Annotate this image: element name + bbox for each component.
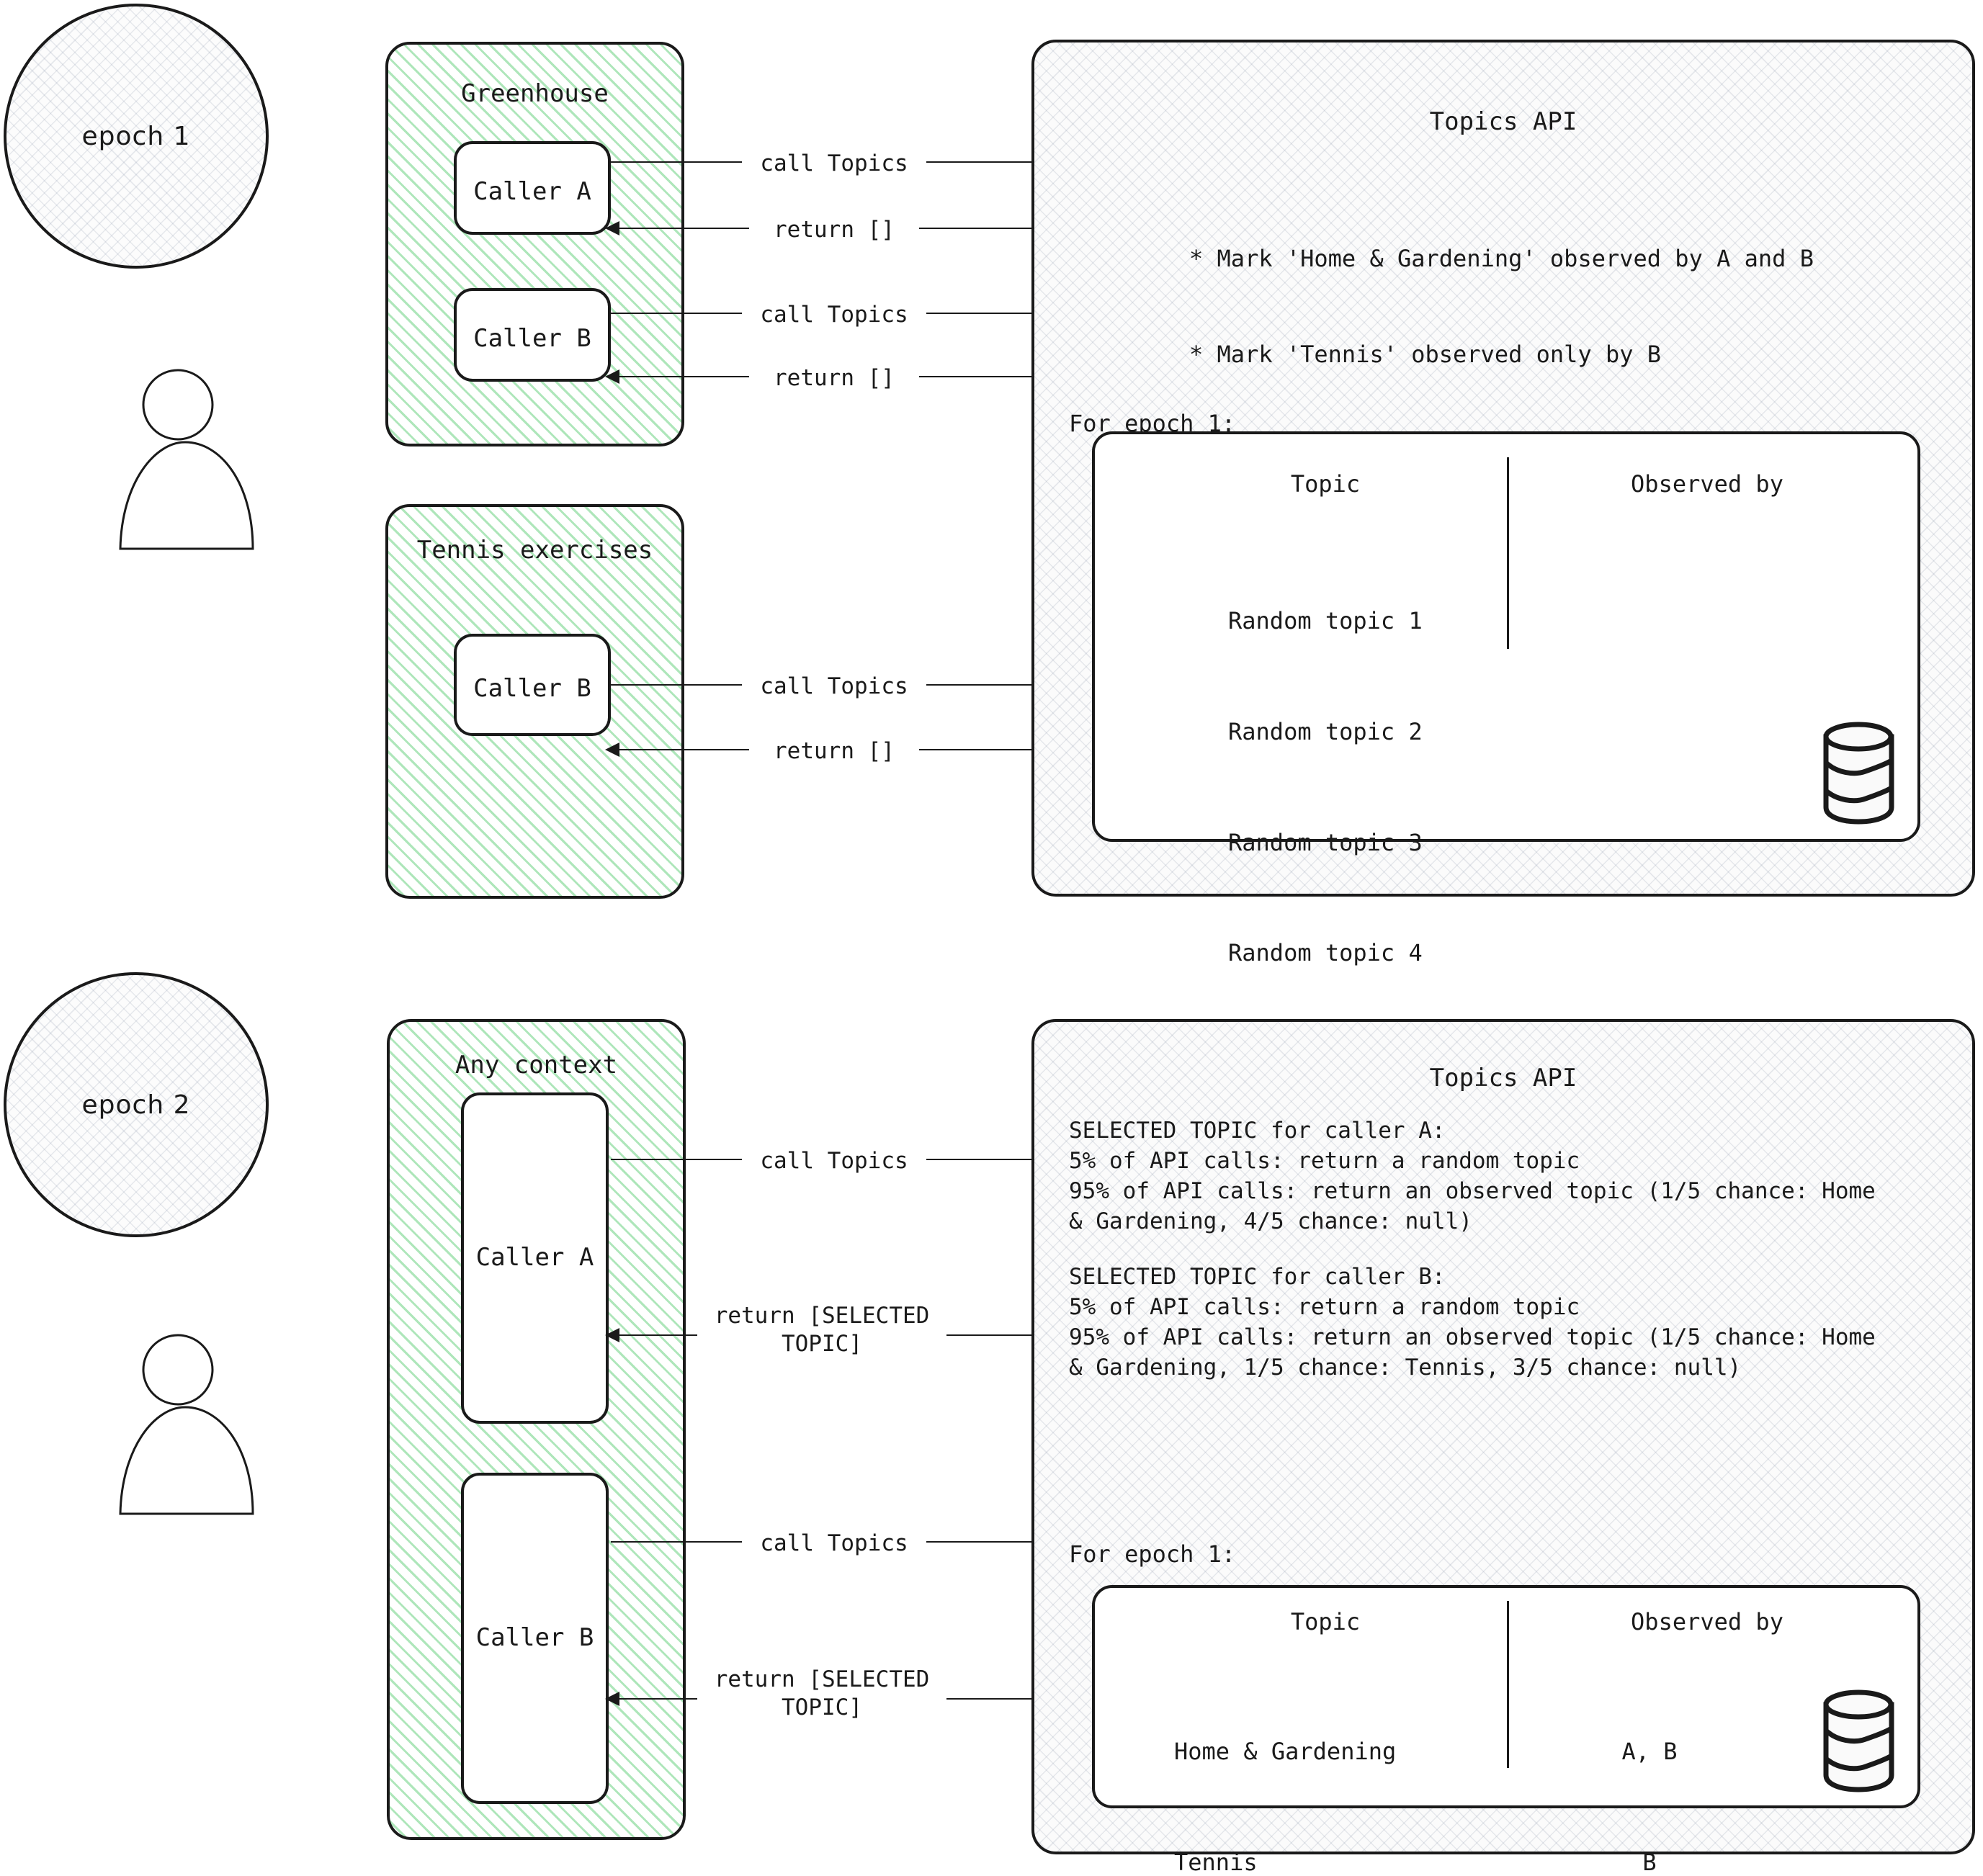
- api-bullet-item: * Mark 'Tennis' observed only by B: [1189, 340, 1662, 368]
- table-column-header-topic: Topic: [1290, 1608, 1361, 1635]
- caller-box-b-greenhouse[interactable]: Caller B: [454, 288, 611, 382]
- epoch-1-label: epoch 1: [81, 121, 191, 151]
- table-column-header-observed-by: Observed by: [1631, 1608, 1783, 1635]
- arrow-label-call-a-any-context: call Topics: [742, 1147, 926, 1175]
- api-bullets-epoch-1: * Mark 'Home & Gardening' observed by A …: [1189, 179, 1814, 434]
- arrow-label-return-b-any-context: return [SELECTED TOPIC]: [697, 1666, 946, 1722]
- api-bullet-item: * Mark 'Home & Gardening' observed by A …: [1189, 245, 1814, 273]
- database-cylinder-icon: [1823, 1689, 1894, 1792]
- arrow-label-call-b-tennis: call Topics: [742, 673, 926, 701]
- api-rule-line: 5% of API calls: return a random topic: [1069, 1148, 1580, 1175]
- table-column-divider: [1507, 457, 1509, 649]
- epoch-table-card-2: Topic Observed by Home & Gardening Tenni…: [1092, 1585, 1920, 1876]
- api-rule-line: & Gardening, 4/5 chance: null): [1069, 1208, 1472, 1235]
- table-topic-list: Home & Gardening Tennis Random topic 1 R…: [1174, 1660, 1396, 1876]
- api-rule-line: SELECTED TOPIC for caller B:: [1069, 1263, 1446, 1290]
- table-row: Random topic 3: [1228, 828, 1423, 856]
- epoch-2-label: epoch 2: [81, 1090, 191, 1120]
- api-rule-line: 5% of API calls: return a random topic: [1069, 1293, 1580, 1320]
- caller-label: Caller B: [475, 1623, 594, 1652]
- table-row: A, B: [1621, 1738, 1678, 1766]
- arrow-head-return-a-greenhouse: [605, 221, 619, 235]
- arrow-head-return-a-any-context: [605, 1328, 619, 1342]
- table-row: B: [1642, 1848, 1657, 1876]
- database-cylinder-icon: [1823, 722, 1894, 825]
- arrow-label-return-b-greenhouse: return []: [749, 364, 919, 392]
- api-rule-line: SELECTED TOPIC for caller A:: [1069, 1118, 1446, 1144]
- table-observed-by-list: A, B B: [1541, 1660, 1758, 1876]
- arrow-label-return-a-any-context: return [SELECTED TOPIC]: [697, 1302, 946, 1358]
- api-title: Topics API: [1429, 1064, 1577, 1092]
- epoch-2-circle: epoch 2: [4, 972, 269, 1237]
- epoch-1-circle: epoch 1: [4, 4, 269, 269]
- for-epoch-label: For epoch 1:: [1069, 1540, 1236, 1568]
- table-row: Random topic 4: [1228, 939, 1423, 967]
- table-column-divider: [1507, 1601, 1509, 1768]
- api-rules-epoch-2: SELECTED TOPIC for caller A: 5% of API c…: [1069, 1116, 1944, 1383]
- table-row: Home & Gardening: [1174, 1738, 1397, 1766]
- api-rule-line: 95% of API calls: return an observed top…: [1069, 1324, 1876, 1350]
- arrow-head-return-b-any-context: [605, 1692, 619, 1706]
- caller-box-a-any-context[interactable]: Caller A: [461, 1092, 609, 1424]
- arrow-label-return-b-tennis: return []: [749, 737, 919, 766]
- caller-box-b-tennis[interactable]: Caller B: [454, 634, 611, 736]
- caller-label: Caller B: [473, 674, 591, 703]
- api-rule-spacer: [1069, 1237, 1944, 1262]
- arrow-label-call-b-any-context: call Topics: [742, 1530, 926, 1558]
- table-row: Random topic 1: [1228, 607, 1423, 635]
- arrow-head-return-b-tennis: [605, 742, 619, 757]
- api-title: Topics API: [1429, 107, 1577, 136]
- context-title-any-context: Any context: [455, 1051, 618, 1080]
- context-title-tennis-exercises: Tennis exercises: [416, 536, 653, 565]
- person-icon: [119, 1334, 254, 1515]
- caller-box-a-greenhouse[interactable]: Caller A: [454, 141, 611, 235]
- api-rule-line: 95% of API calls: return an observed top…: [1069, 1178, 1876, 1205]
- arrow-label-call-b-greenhouse: call Topics: [742, 301, 926, 329]
- epoch-table-card-1: Topic Observed by Random topic 1 Random …: [1092, 431, 1920, 1077]
- api-rule-line: & Gardening, 1/5 chance: Tennis, 3/5 cha…: [1069, 1355, 1742, 1381]
- caller-label: Caller A: [475, 1243, 594, 1272]
- arrow-label-call-a-greenhouse: call Topics: [742, 150, 926, 178]
- caller-label: Caller A: [473, 177, 591, 206]
- arrow-head-return-b-greenhouse: [605, 369, 619, 384]
- table-row: Random topic 2: [1228, 717, 1423, 745]
- topics-api-box-epoch-2[interactable]: Topics API SELECTED TOPIC for caller A: …: [1031, 1019, 1975, 1876]
- table-topic-list: Random topic 1 Random topic 2 Random top…: [1228, 529, 1423, 1156]
- context-title-greenhouse: Greenhouse: [461, 79, 609, 108]
- table-row: Tennis: [1174, 1848, 1258, 1876]
- person-icon: [119, 369, 254, 550]
- caller-label: Caller B: [473, 324, 591, 353]
- caller-box-b-any-context[interactable]: Caller B: [461, 1473, 609, 1804]
- arrow-label-return-a-greenhouse: return []: [749, 216, 919, 244]
- context-greenhouse[interactable]: Greenhouse: [385, 42, 684, 446]
- table-column-header-observed-by: Observed by: [1631, 470, 1783, 498]
- topics-api-box-epoch-1[interactable]: Topics API * Mark 'Home & Gardening' obs…: [1031, 40, 1975, 1077]
- table-column-header-topic: Topic: [1290, 470, 1361, 498]
